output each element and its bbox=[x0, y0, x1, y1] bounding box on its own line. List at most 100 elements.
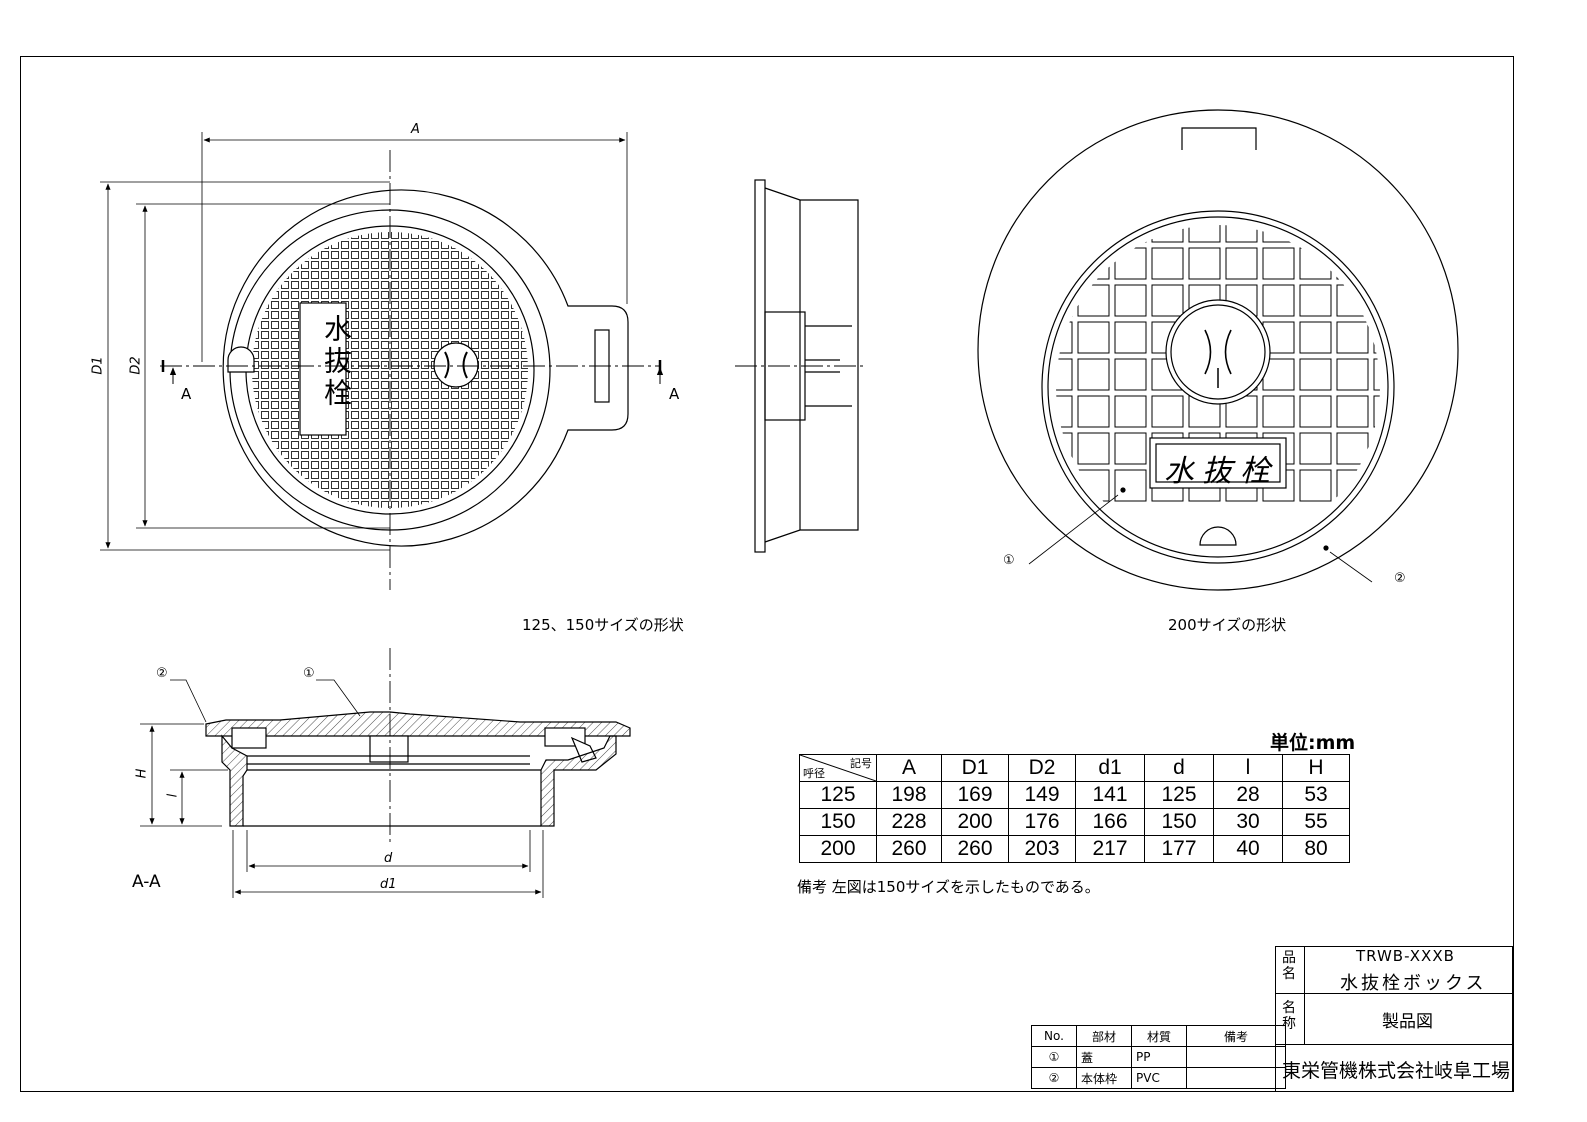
grid-cell bbox=[1056, 358, 1073, 391]
callout-1-section: ① bbox=[303, 666, 315, 681]
spec-value-cell: 260 bbox=[941, 835, 1009, 863]
dim-label-D1: D1 bbox=[90, 356, 106, 375]
grid-cell bbox=[1299, 247, 1332, 280]
grid-cell bbox=[1299, 432, 1332, 465]
side-view bbox=[735, 179, 865, 553]
remark-note: 備考 左図は150サイズを示したものである。 bbox=[797, 878, 1100, 896]
spec-size-cell: 125 bbox=[799, 781, 877, 809]
parts-cell bbox=[1186, 1046, 1286, 1068]
grid-cell bbox=[1373, 395, 1380, 428]
grid-cell bbox=[1336, 395, 1369, 428]
grid-cell bbox=[1336, 284, 1369, 317]
dim-label-l: l bbox=[165, 793, 181, 798]
spec-value-cell: 203 bbox=[1008, 835, 1076, 863]
spec-corner-cell: 記号 呼径 bbox=[799, 754, 877, 782]
grid-cell bbox=[1114, 432, 1147, 465]
spec-value-cell: 40 bbox=[1213, 835, 1283, 863]
section-view bbox=[140, 648, 631, 898]
spec-value-cell: 141 bbox=[1075, 781, 1145, 809]
spec-value-cell: 166 bbox=[1075, 808, 1145, 836]
dim-label-d1: d1 bbox=[380, 877, 397, 892]
spec-value-cell: 217 bbox=[1075, 835, 1145, 863]
spec-value-cell: 260 bbox=[876, 835, 942, 863]
dim-label-H: H bbox=[134, 768, 150, 779]
top-view-small bbox=[100, 132, 664, 590]
grid-cell bbox=[1373, 225, 1380, 243]
corner-bottom-label: 呼径 bbox=[803, 768, 825, 780]
spec-value-cell: 30 bbox=[1213, 808, 1283, 836]
grid-cell bbox=[1151, 395, 1184, 428]
company-name: 東栄管機株式会社岐阜工場 bbox=[1282, 1060, 1511, 1082]
grid-cell bbox=[1151, 284, 1184, 317]
parts-cell bbox=[1186, 1067, 1286, 1089]
grid-cell bbox=[1262, 284, 1295, 317]
drawing-title: 製品図 bbox=[1382, 1012, 1433, 1032]
parts-header-0: No. bbox=[1031, 1025, 1077, 1047]
product-code: TRWB-XXXB bbox=[1356, 947, 1455, 965]
grid-cell bbox=[1056, 432, 1073, 465]
spec-value-cell: 200 bbox=[941, 808, 1009, 836]
grid-cell bbox=[1373, 247, 1380, 280]
grid-cell bbox=[1299, 395, 1332, 428]
grid-cell bbox=[1056, 225, 1073, 243]
corner-diagonal bbox=[800, 755, 876, 781]
grid-cell bbox=[1114, 469, 1147, 502]
grid-cell bbox=[1114, 358, 1147, 391]
caption-section: A-A bbox=[132, 872, 161, 892]
parts-header-2: 材質 bbox=[1131, 1025, 1187, 1047]
grid-cell bbox=[1114, 225, 1147, 243]
title-label: 名称 bbox=[1282, 1000, 1296, 1032]
grid-cell bbox=[1373, 284, 1380, 317]
spec-size-cell: 150 bbox=[799, 808, 877, 836]
dim-label-D2: D2 bbox=[128, 356, 144, 375]
callout-1-top: ① bbox=[1003, 553, 1015, 568]
section-mark-left: A bbox=[181, 385, 192, 403]
grid-cell bbox=[1225, 225, 1258, 243]
grid-cell bbox=[1373, 469, 1380, 502]
product-name-label: 品名 bbox=[1282, 950, 1296, 982]
parts-header-row: No.部材材質備考 bbox=[1031, 1025, 1286, 1047]
grid-cell bbox=[1336, 358, 1369, 391]
drawing-frame bbox=[20, 56, 1514, 1092]
grid-cell bbox=[1077, 395, 1110, 428]
spec-value-cell: 80 bbox=[1282, 835, 1350, 863]
cover-text-large: 水抜栓 bbox=[1164, 454, 1278, 489]
parts-header-3: 備考 bbox=[1186, 1025, 1286, 1047]
spec-value-cell: 169 bbox=[941, 781, 1009, 809]
parts-cell: 蓋 bbox=[1076, 1046, 1132, 1068]
spec-header-6: H bbox=[1282, 754, 1350, 782]
grid-cell bbox=[1056, 321, 1073, 354]
spec-header-4: d bbox=[1144, 754, 1214, 782]
spec-value-cell: 198 bbox=[876, 781, 942, 809]
spec-value-cell: 177 bbox=[1144, 835, 1214, 863]
parts-header-1: 部材 bbox=[1076, 1025, 1132, 1047]
caption-small-size: 125、150サイズの形状 bbox=[522, 616, 684, 634]
grid-cell bbox=[1114, 284, 1147, 317]
grid-cell bbox=[1077, 321, 1110, 354]
spec-header-0: A bbox=[876, 754, 942, 782]
grid-cell bbox=[1056, 247, 1073, 280]
grid-cell bbox=[1188, 225, 1221, 243]
spec-header-1: D1 bbox=[941, 754, 1009, 782]
spec-header-2: D2 bbox=[1008, 754, 1076, 782]
grid-cell bbox=[1373, 358, 1380, 391]
spec-value-cell: 149 bbox=[1008, 781, 1076, 809]
spec-value-cell: 125 bbox=[1144, 781, 1214, 809]
product-name: 水抜栓ボックス bbox=[1340, 973, 1487, 994]
parts-cell: PP bbox=[1131, 1046, 1187, 1068]
dim-label-d: d bbox=[384, 851, 393, 866]
grid-cell bbox=[1299, 225, 1332, 243]
grid-cell bbox=[1188, 247, 1221, 280]
grid-cell bbox=[1114, 395, 1147, 428]
grid-cell bbox=[1077, 358, 1110, 391]
parts-cell: 本体枠 bbox=[1076, 1067, 1132, 1089]
grid-cell bbox=[1077, 225, 1110, 243]
grid-cell bbox=[1299, 469, 1332, 502]
parts-cell: PVC bbox=[1131, 1067, 1187, 1089]
